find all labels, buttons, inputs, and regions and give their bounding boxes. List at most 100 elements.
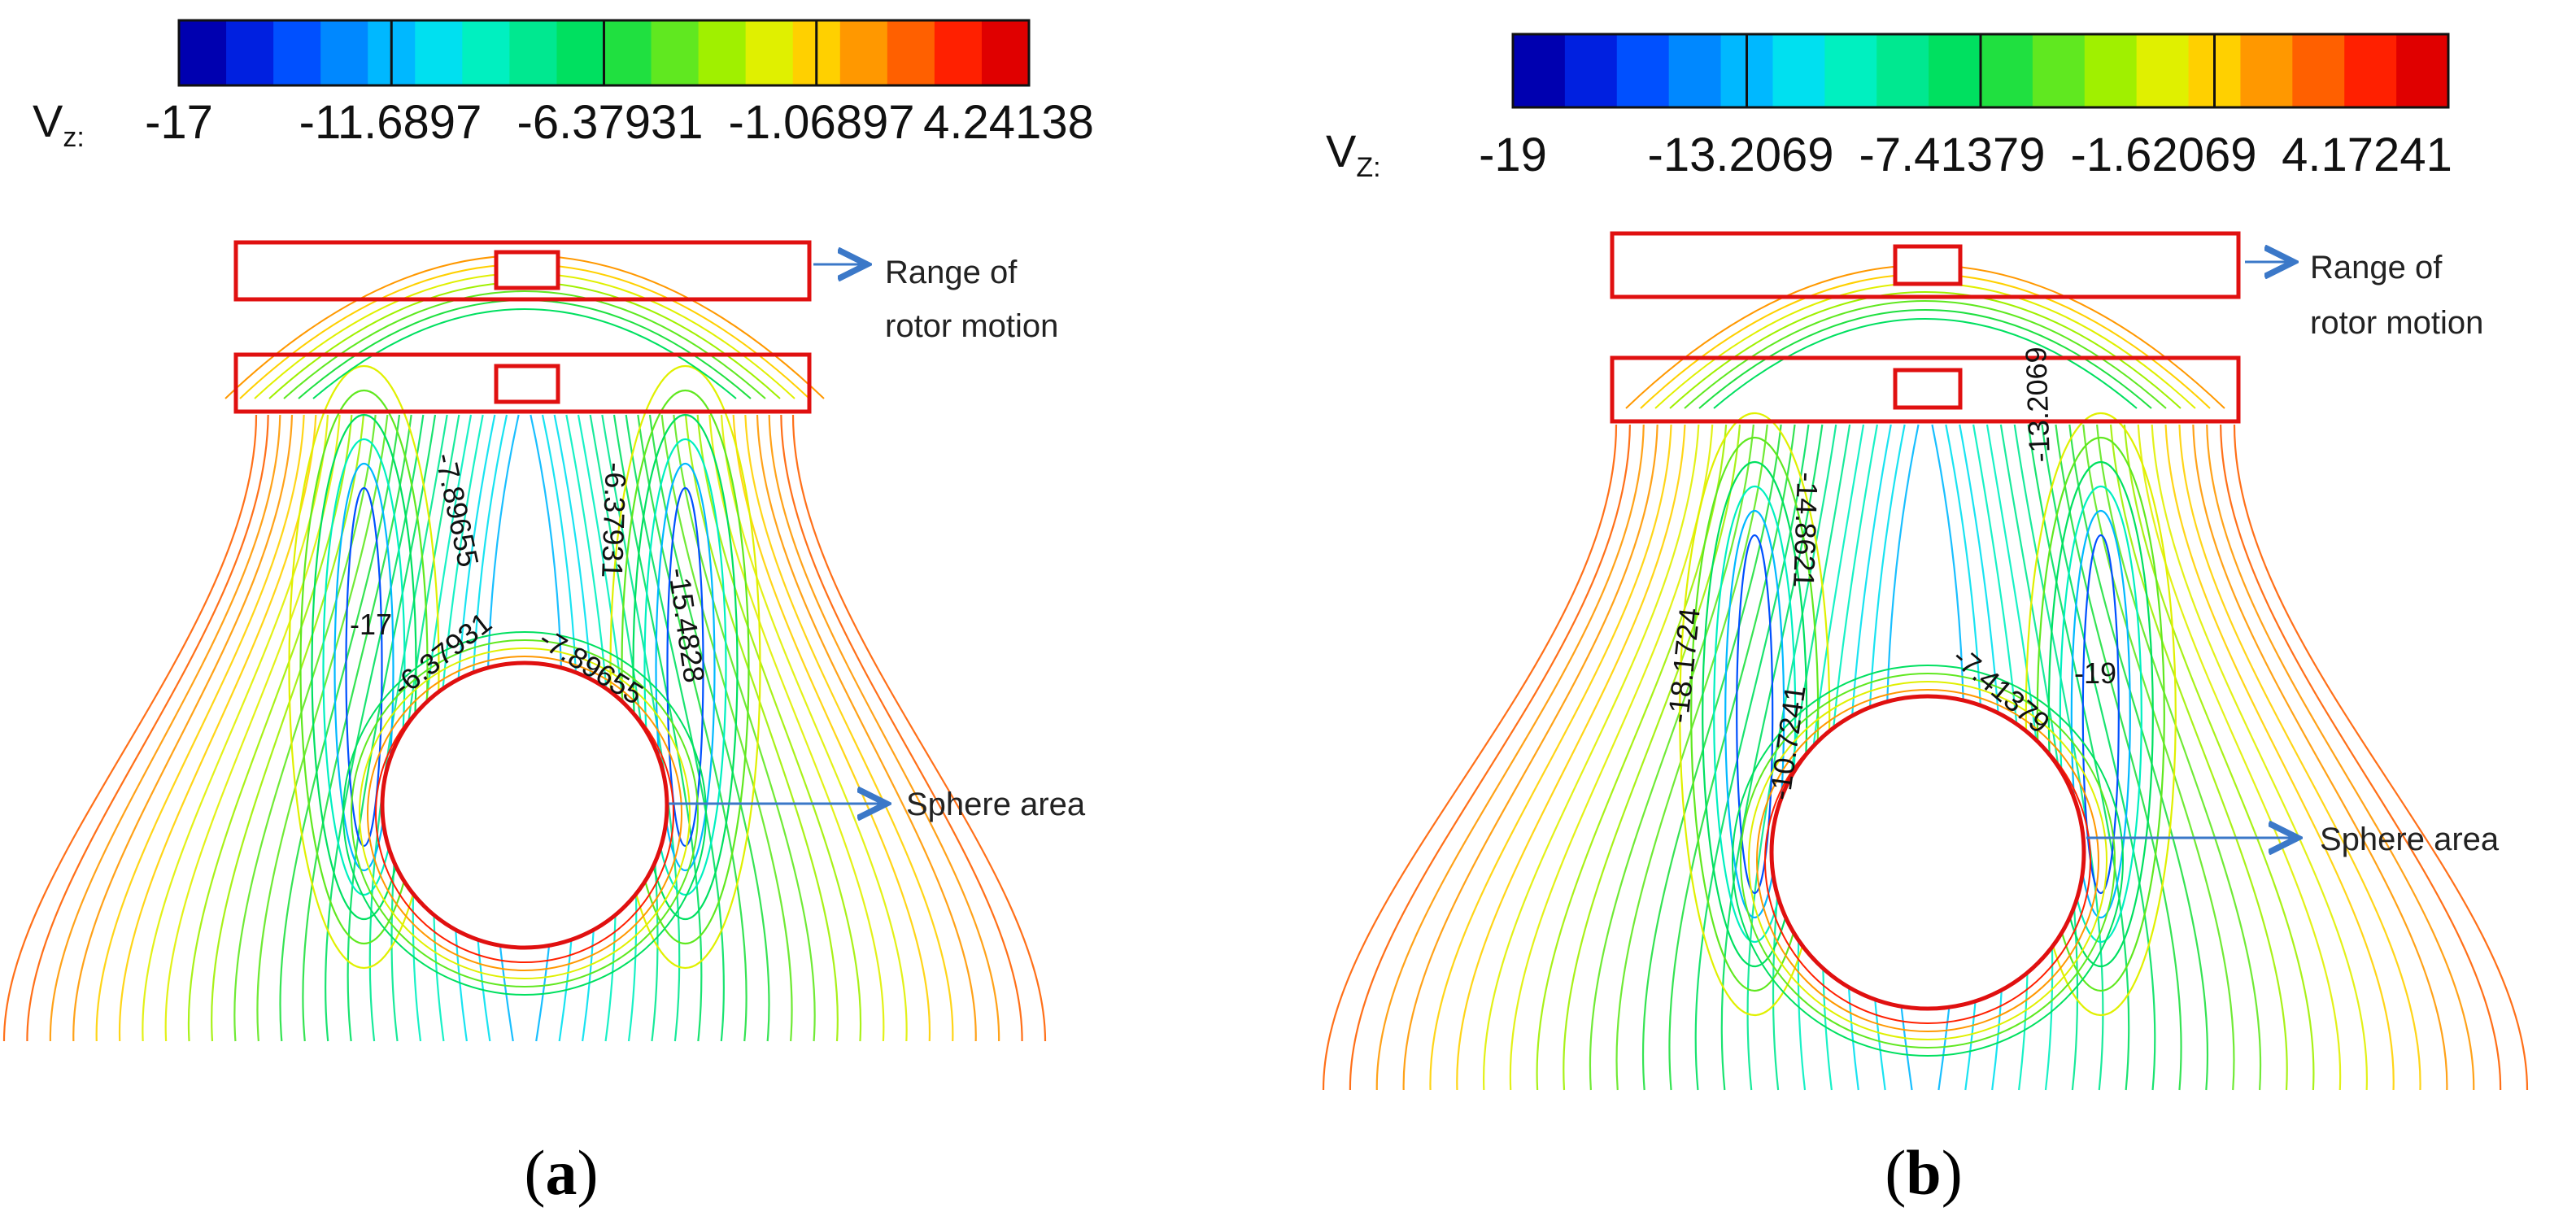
contour-ring [342, 631, 707, 996]
contour-line [2082, 424, 2235, 1091]
contour-line [95, 414, 305, 1042]
colorbar-swatch [2344, 34, 2397, 107]
colorbar-swatch [698, 20, 747, 85]
contour-loop [655, 462, 716, 872]
contour-line [1349, 424, 1631, 1091]
contour-line [2192, 424, 2448, 1091]
colorbar-swatch [2240, 34, 2293, 107]
colorbar-swatch [2292, 34, 2345, 107]
colorbar-swatch [320, 20, 368, 85]
contour-line [696, 414, 862, 1042]
contour-line [2164, 424, 2395, 1091]
contour-loop [643, 438, 727, 896]
contour-ring [1756, 689, 2099, 1032]
contour-line [2151, 424, 2368, 1091]
colorbar-swatch [1668, 34, 1722, 107]
contour-ring [1732, 665, 2124, 1057]
rotor-annotation-line1-b: Range of [2310, 250, 2443, 286]
contour-line [2013, 424, 2104, 1091]
colorbar-swatch [1929, 34, 1981, 107]
contour-line [2, 414, 258, 1042]
contour-line [708, 414, 885, 1042]
contour-ring [359, 647, 691, 979]
contour-loop [1724, 509, 1785, 919]
contour-loop [2059, 485, 2142, 944]
contour-line [1375, 424, 1645, 1091]
contour-arc [283, 290, 766, 399]
contour-line [2041, 424, 2156, 1091]
contour-loop [322, 438, 406, 896]
contour-line [1694, 424, 1810, 1091]
contour-line [1563, 424, 1741, 1091]
contour-label: -18.1724 [1661, 606, 1706, 725]
sphere-a [380, 660, 669, 950]
rotor-annotation-line2-b: rotor motion [2310, 305, 2483, 341]
contour-loop [2025, 412, 2177, 1017]
contour-line [164, 414, 341, 1042]
contour-line [1536, 424, 1728, 1091]
contour-line [673, 414, 816, 1042]
colorbar-a [177, 19, 1031, 87]
colorbar-swatch [745, 20, 794, 85]
sphere-annotation-b: Sphere area [2320, 822, 2500, 857]
contour-line [49, 414, 281, 1042]
contour-line [2055, 424, 2182, 1091]
rotor-range-rect-lower-b [1610, 355, 2241, 424]
colorbar-swatch [2396, 34, 2449, 107]
colorbar-swatch [1616, 34, 1670, 107]
contour-line [2123, 424, 2315, 1091]
colorbar-swatch [2032, 34, 2086, 107]
contour-line [324, 414, 425, 1042]
colorbar-swatch [179, 20, 227, 85]
contour-label: -14.8621 [1787, 472, 1824, 588]
colorbar-tick: -1.06897 [729, 96, 915, 149]
colorbar-tick: -17 [145, 96, 213, 149]
contour-line [1402, 424, 1658, 1091]
contour-line [1429, 424, 1672, 1091]
colorbar-tick: -13.2069 [1648, 129, 1834, 181]
colorbar-swatch [226, 20, 274, 85]
contour-line [2206, 424, 2475, 1091]
contour-line [26, 414, 269, 1042]
colorbar-swatch [887, 20, 935, 85]
contour-loop [311, 413, 417, 921]
colorbar-swatch [1824, 34, 1877, 107]
contour-loop [621, 389, 750, 945]
rotor-range-rect-upper-b [1610, 231, 2241, 299]
contour-loop [1690, 436, 1820, 992]
contour-line [1589, 424, 1754, 1091]
contour-line [601, 414, 681, 1042]
colorbar-swatch [1876, 34, 1929, 107]
contour-line [1456, 424, 1686, 1091]
colorbar-swatch [273, 20, 321, 85]
colorbar-tick: 4.24138 [923, 96, 1094, 149]
colorbar-swatch [1564, 34, 1618, 107]
contour-loop [288, 364, 440, 970]
panel-label-b: (b) [1885, 1137, 1962, 1208]
contour-line [72, 414, 294, 1042]
contour-line [368, 414, 448, 1042]
contour-line [2233, 424, 2529, 1091]
sphere-annotation-a: Sphere area [906, 787, 1086, 822]
contour-line [2178, 424, 2421, 1091]
contour-line [1322, 424, 1618, 1091]
hub-rect-lower-a [494, 364, 560, 404]
variable-label-b: VZ: [1326, 125, 1381, 183]
contour-loop [345, 486, 383, 848]
contour-line [302, 414, 412, 1042]
contour-ring [1748, 681, 2107, 1040]
contour-line [347, 414, 437, 1042]
contour-line [791, 414, 1047, 1042]
variable-label-a: Vz: [33, 95, 85, 153]
contour-line [612, 414, 703, 1042]
contour-label: -6.37931 [595, 462, 633, 578]
contour-line [625, 414, 726, 1042]
contour-line [2027, 424, 2130, 1091]
contour-ring [351, 639, 699, 987]
contour-loop [1736, 534, 1774, 895]
panel-b: VZ: -19 -13.2069 -7.41379 -1.62069 4.172… [1322, 33, 2529, 1208]
contour-line [744, 414, 954, 1042]
colorbar-ticks-a: -17 -11.6897 -6.37931 -1.06897 4.24138 [145, 96, 1094, 149]
contour-loop [2081, 534, 2120, 895]
hub-rect-upper-b [1893, 244, 1963, 286]
